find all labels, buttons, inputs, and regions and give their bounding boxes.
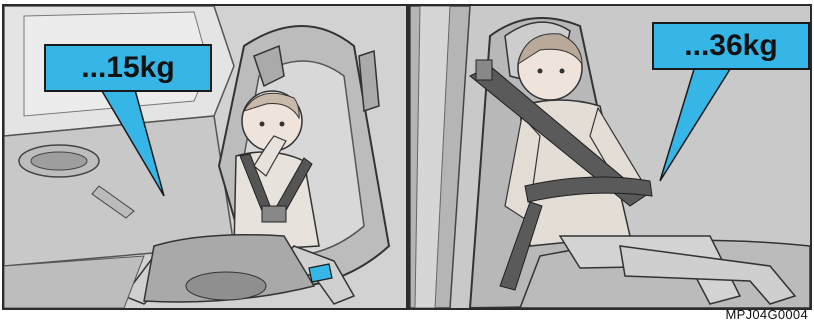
weight-callout-36kg: ...36kg [652,22,810,70]
weight-callout-15kg: ...15kg [44,44,212,92]
toddler-child-seat-panel: ...15kg [2,4,408,310]
child-seat-belt-panel: ...36kg [408,4,812,310]
figure-code-label: MPJ04G0004 [726,307,809,322]
